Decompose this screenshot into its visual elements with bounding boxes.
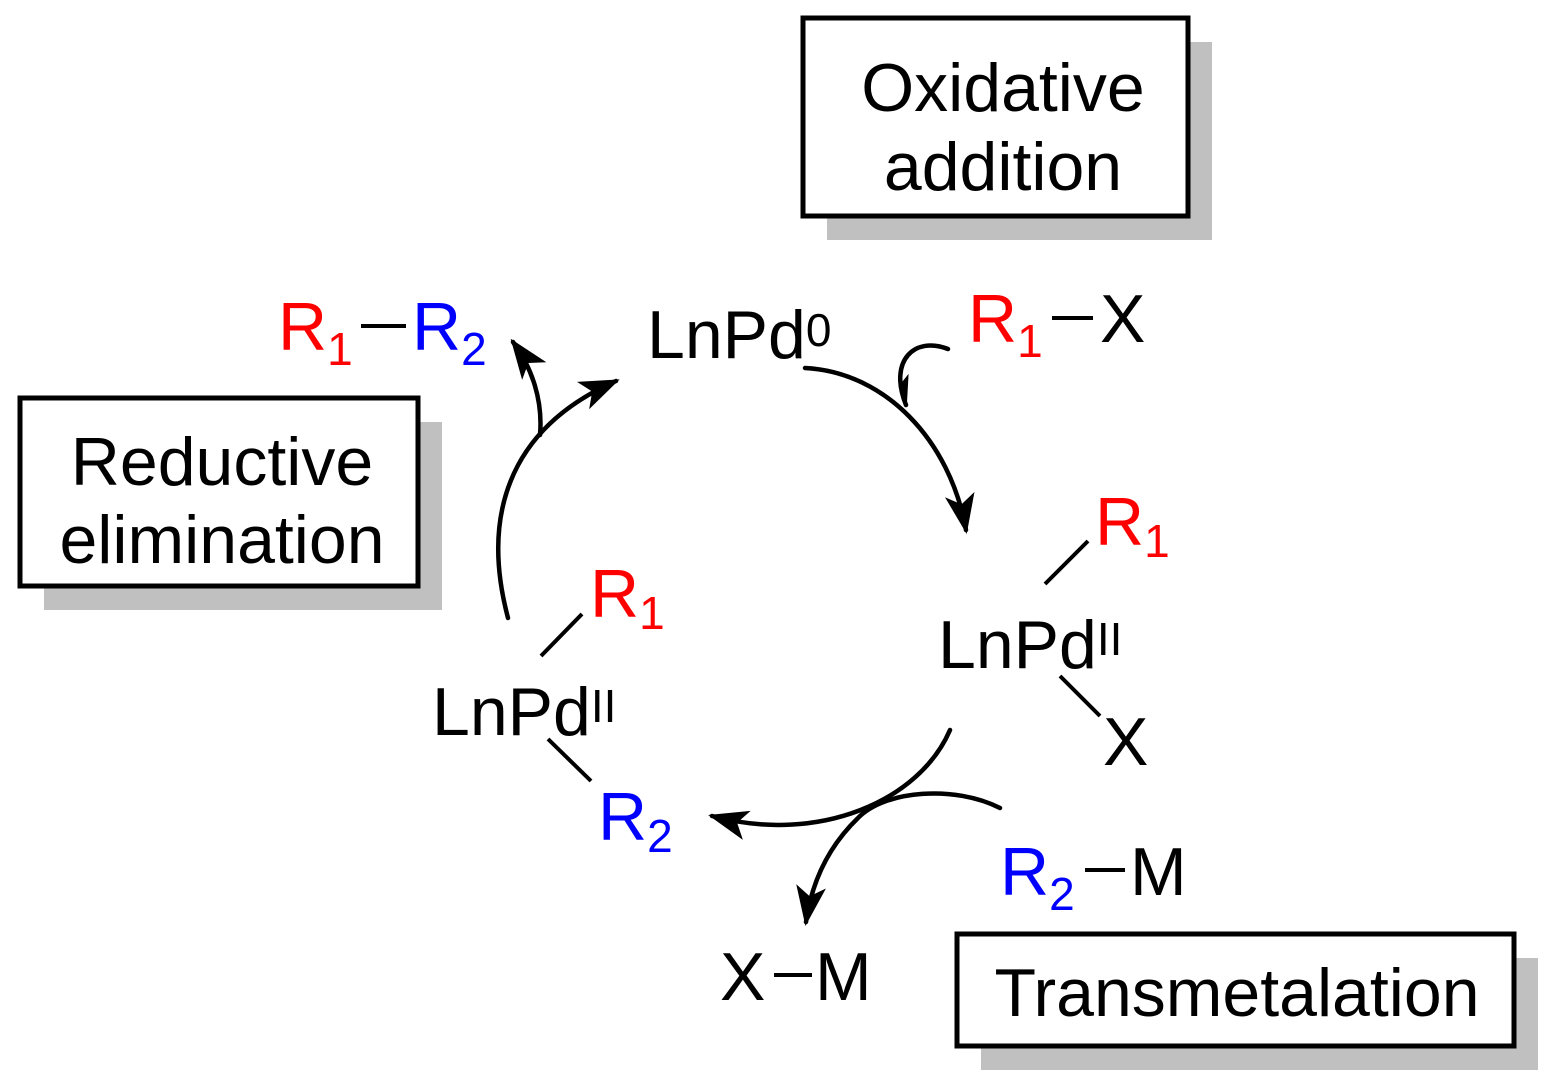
transmetalated-r1: R1: [590, 556, 665, 639]
transmetalated-bond-r1: [539, 612, 584, 658]
transmetalated-pd-base: LnPd: [432, 674, 591, 750]
catalyst-pd0: LnPd0: [647, 297, 831, 373]
transmetalated-r1-symbol: R: [590, 556, 639, 632]
electrophile-r1-subscript: 1: [1017, 315, 1043, 367]
oxidative-adduct-pd-base: LnPd: [938, 607, 1097, 683]
arrow-product-exit: [510, 338, 547, 438]
transmetalated-r2: R2: [598, 779, 673, 862]
transmetalated-complex: R1 LnPdII R2: [432, 556, 673, 862]
organometallic-r2-subscript: 2: [1049, 868, 1075, 920]
transmetalation-box: Transmetalation: [954, 931, 1538, 1070]
transmetalated-r2-subscript: 2: [647, 810, 673, 862]
transmetalated-bond-r2: [546, 737, 593, 783]
oxidative-addition-box: Oxidative addition: [800, 15, 1212, 240]
catalyst-oxidation-state: 0: [806, 304, 832, 356]
oxidative-adduct-bond-x: [1058, 674, 1102, 718]
product-r2: R2: [412, 289, 487, 375]
oxidative-adduct-r1-symbol: R: [1095, 484, 1144, 560]
oxidative-adduct-oxidation-state: II: [1097, 613, 1123, 665]
oxidative-addition-line1: Oxidative: [861, 50, 1144, 126]
product-r1-subscript: 1: [327, 323, 353, 375]
reductive-elimination-line1: Reductive: [71, 424, 373, 500]
oxidative-adduct-x: X: [1103, 704, 1148, 780]
organometallic-r2-symbol: R: [1000, 834, 1049, 910]
electrophile-r1-x: R1 X: [968, 281, 1145, 367]
oxidative-addition-frame: [800, 15, 1191, 219]
byproduct-x: X: [720, 939, 765, 1015]
transmetalated-r2-symbol: R: [598, 779, 647, 855]
electrophile-r1: R1: [968, 281, 1043, 367]
arrow-transmetalation: [708, 727, 953, 840]
oxidative-adduct-bond-r1: [1043, 539, 1090, 586]
reductive-elimination-frame: [17, 395, 421, 589]
arrow-reductive-elimination: [496, 378, 620, 621]
electrophile-r1-symbol: R: [968, 281, 1017, 357]
transmetalation-label: Transmetalation: [994, 955, 1479, 1031]
product-r1: R1: [278, 289, 353, 375]
organometallic-m: M: [1130, 834, 1187, 910]
catalyst-base: LnPd: [647, 297, 806, 373]
oxidative-adduct: R1 LnPdII X: [938, 484, 1170, 780]
organometallic-r2-m: R2 M: [1000, 834, 1187, 920]
arrow-byproduct-exit: [796, 791, 1003, 926]
oxidative-adduct-r1-subscript: 1: [1144, 515, 1170, 567]
oxidative-adduct-r1: R1: [1095, 484, 1170, 567]
organometallic-r2: R2: [1000, 834, 1075, 920]
product-r1-r2: R1 R2: [278, 289, 487, 375]
reductive-elimination-box: Reductive elimination: [17, 395, 442, 610]
byproduct-m: M: [815, 939, 872, 1015]
oxidative-adduct-pd-label: LnPdII: [938, 607, 1122, 683]
reductive-elimination-line2: elimination: [59, 502, 384, 578]
transmetalated-oxidation-state: II: [591, 680, 617, 732]
product-r2-subscript: 2: [461, 323, 487, 375]
arrow-electrophile-entry: [898, 343, 951, 408]
catalyst-label: LnPd0: [647, 297, 831, 373]
product-r1-symbol: R: [278, 289, 327, 365]
oxidative-addition-line2: addition: [884, 129, 1122, 205]
arrow-oxidative-addition: [802, 365, 975, 534]
electrophile-x: X: [1100, 281, 1145, 357]
transmetalated-r1-subscript: 1: [639, 587, 665, 639]
product-r2-symbol: R: [412, 289, 461, 365]
byproduct-x-m: X M: [720, 939, 872, 1015]
transmetalated-pd-label: LnPdII: [432, 674, 616, 750]
transmetalation-frame: [954, 931, 1517, 1049]
